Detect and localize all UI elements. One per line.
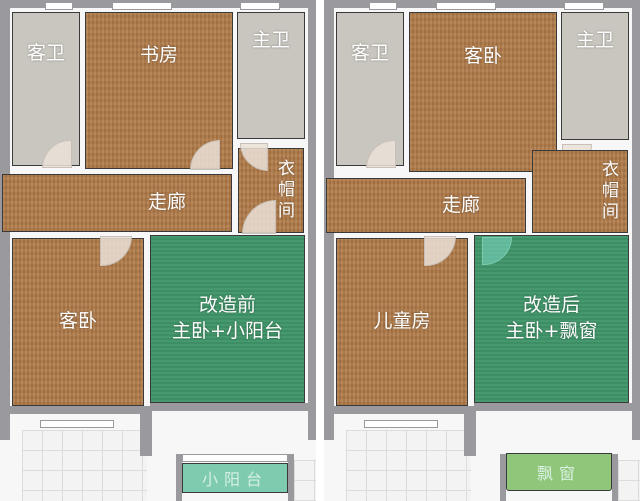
divider [316, 0, 324, 501]
room-label: 书房 [139, 43, 178, 66]
room-master-bedroom: 改造后 主卧+飘窗 [474, 235, 629, 403]
room-label: 小阳台 [201, 470, 268, 489]
room-small-balcony: 小阳台 [182, 463, 288, 493]
room-label: 客卫 [350, 42, 389, 65]
room-kids-room: 儿童房 [336, 238, 468, 406]
room-label: 客卫 [26, 42, 65, 65]
room-label: 走廊 [147, 191, 186, 214]
room-corridor: 走廊 [326, 178, 526, 233]
window [369, 2, 397, 10]
wall [500, 454, 506, 501]
window [182, 454, 288, 462]
outer-wall-right [632, 0, 640, 440]
floorplan-before: 客卫 书房 主卫 走廊 衣帽间 客卧 改造前 主卧+小阳台 小阳台 [0, 0, 316, 501]
window [40, 420, 114, 428]
floorplan-after: 客卫 客卧 主卫 走廊 衣帽间 儿童房 改造后 主卧+飘窗 飘窗 [324, 0, 640, 501]
window [112, 2, 172, 10]
room-cloakroom: 衣帽间 [532, 150, 628, 233]
room-master-bath: 主卫 [561, 12, 629, 140]
window [240, 2, 280, 10]
room-master-bedroom: 改造前 主卧+小阳台 [150, 235, 305, 403]
wall [10, 406, 150, 414]
room-label: 主卫 [575, 29, 614, 52]
room-label: 衣帽间 [598, 160, 618, 223]
room-label: 主卫 [251, 28, 290, 51]
room-label: 改造前 主卧+小阳台 [172, 294, 283, 342]
room-label: 客卧 [463, 45, 502, 68]
room-master-bath: 主卫 [237, 12, 305, 139]
room-guest-bath: 客卫 [336, 12, 404, 166]
room-label: 儿童房 [373, 310, 431, 333]
room-label: 客卧 [58, 310, 97, 333]
wall [612, 454, 618, 501]
outdoor-tile-area [22, 430, 147, 501]
wall [474, 403, 639, 411]
outer-wall-right [308, 0, 316, 440]
room-bay-window: 飘窗 [506, 453, 612, 491]
wall [288, 454, 294, 501]
room-label: 飘窗 [536, 464, 581, 483]
outdoor-tile-area [346, 430, 471, 501]
wall [334, 406, 474, 414]
window [436, 2, 496, 10]
wall [176, 454, 182, 501]
window [364, 420, 438, 428]
window [564, 2, 604, 10]
wall [140, 406, 152, 456]
room-label: 改造后 主卧+飘窗 [505, 294, 598, 342]
window [45, 2, 73, 10]
room-label: 衣帽间 [274, 159, 294, 222]
outdoor-tile-area [618, 460, 640, 501]
room-label: 走廊 [441, 193, 480, 216]
room-corridor: 走廊 [2, 174, 232, 232]
wall [464, 406, 476, 456]
wall [150, 403, 315, 411]
room-guest-bedroom: 客卧 [409, 12, 557, 172]
outdoor-tile-area [294, 460, 316, 501]
room-guest-bedroom: 客卧 [12, 238, 144, 406]
